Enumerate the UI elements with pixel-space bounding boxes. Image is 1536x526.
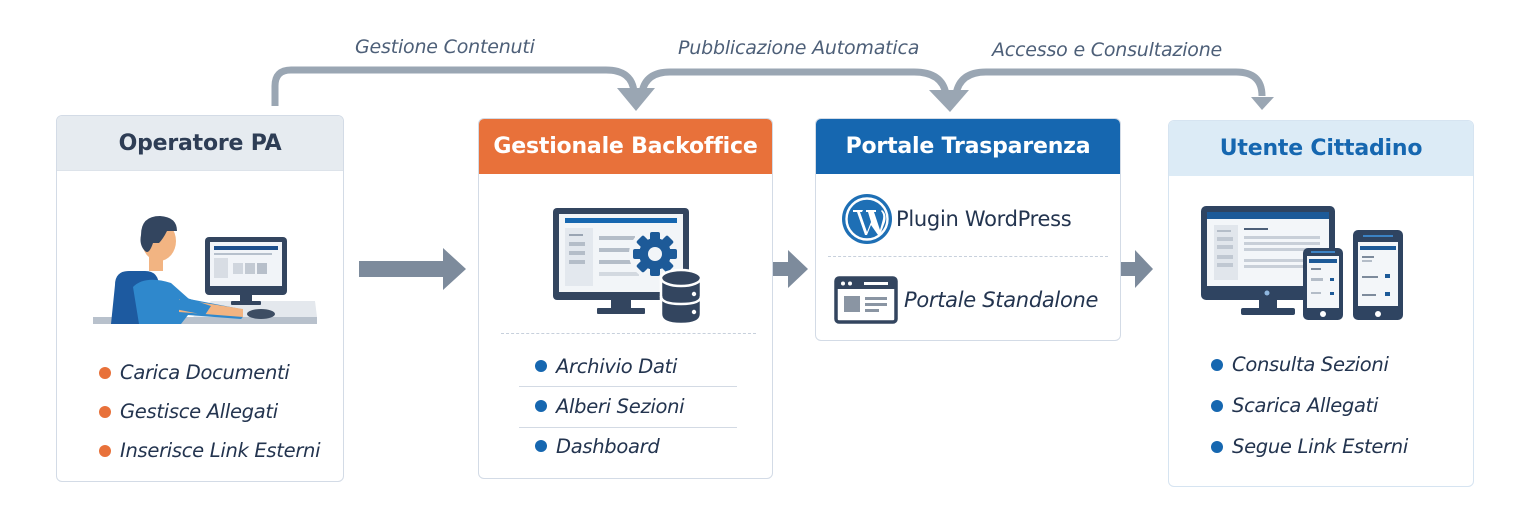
list-item: Archivio Dati — [519, 346, 739, 386]
connector-auto-publishing — [638, 68, 950, 95]
monitor-gear-database-illustration — [553, 208, 703, 324]
option-standalone-portal: Portale Standalone — [834, 272, 1098, 328]
bullet-dot — [1211, 399, 1223, 412]
list-item: Carica Documenti — [99, 353, 320, 392]
flow-label-content-management: Gestione Contenuti — [355, 36, 535, 58]
card-citizen: Utente Cittadino — [1168, 120, 1474, 487]
card-portal: Portale Trasparenza Plugin WordPress — [815, 118, 1121, 341]
option-label: Portale Standalone — [904, 288, 1099, 312]
option-wordpress-plugin: Plugin WordPress — [840, 192, 1072, 246]
bullet-dot — [99, 444, 111, 457]
flow-label-auto-publishing: Pubblicazione Automatica — [678, 37, 920, 59]
dashed-divider — [501, 333, 756, 334]
arrowhead-into-portal — [929, 90, 969, 112]
list-item: Alberi Sezioni — [519, 386, 739, 426]
arrowhead-into-backoffice — [617, 88, 655, 111]
row-divider — [519, 427, 737, 428]
list-item: Gestisce Allegati — [99, 392, 320, 431]
connector-content-management — [271, 66, 638, 106]
card-backoffice: Gestionale Backoffice — [478, 118, 773, 479]
database-icon — [659, 268, 703, 324]
list-item: Scarica Allegati — [1211, 385, 1408, 426]
operator-activity-list: Carica Documenti Gestisce Allegati Inser… — [99, 353, 321, 470]
option-label: Plugin WordPress — [896, 207, 1072, 231]
bullet-dot — [1211, 440, 1223, 453]
bullet-dot — [535, 360, 547, 372]
list-item: Segue Link Esterni — [1211, 426, 1408, 467]
row-divider — [519, 386, 737, 387]
tablet-icon — [1353, 230, 1403, 320]
bullet-dot — [535, 440, 547, 452]
smartphone-icon — [1303, 248, 1343, 320]
citizen-action-list: Consulta Sezioni Scarica Allegati Segue … — [1211, 344, 1408, 467]
operator-at-computer-illustration — [93, 216, 317, 324]
card-operator: Operatore PA — [56, 115, 344, 482]
card-citizen-title: Utente Cittadino — [1169, 121, 1473, 176]
bullet-dot — [99, 366, 111, 379]
list-item: Dashboard — [519, 426, 739, 466]
gear-icon — [629, 228, 681, 280]
connector-access — [952, 68, 1266, 97]
bullet-dot — [1211, 358, 1223, 371]
list-item: Inserisce Link Esterni — [99, 431, 321, 470]
card-backoffice-title: Gestionale Backoffice — [479, 119, 772, 174]
arrowhead-into-citizen — [1251, 97, 1274, 110]
dashed-divider — [828, 256, 1108, 257]
bullet-dot — [99, 405, 111, 418]
browser-window-icon — [834, 276, 898, 324]
card-portal-title: Portale Trasparenza — [816, 119, 1120, 174]
arrow-operator-to-backoffice — [359, 248, 466, 290]
backoffice-feature-list: Archivio Dati Alberi Sezioni Dashboard — [519, 346, 739, 466]
list-item: Consulta Sezioni — [1211, 344, 1408, 385]
multi-device-illustration — [1201, 206, 1403, 320]
bullet-dot — [535, 400, 547, 412]
card-operator-title: Operatore PA — [57, 116, 343, 171]
wordpress-logo-icon — [842, 194, 892, 244]
flow-label-access-consultation: Accesso e Consultazione — [992, 39, 1223, 61]
